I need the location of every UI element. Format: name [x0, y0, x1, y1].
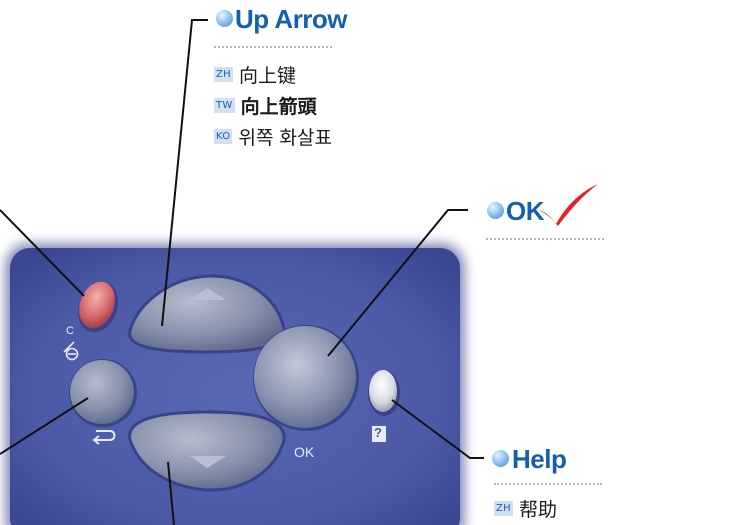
- translation-text: 위쪽 화살표: [238, 126, 332, 149]
- ok-title: OK: [506, 196, 545, 226]
- back-arrow-icon: [92, 430, 116, 445]
- checkmark-icon: [539, 184, 598, 226]
- leader-lines: [0, 19, 484, 525]
- up-arrow-icon: [190, 288, 226, 300]
- ok-divider: [486, 238, 604, 240]
- help-symbol: ?: [374, 425, 382, 440]
- ok-label: OK: [294, 444, 315, 460]
- up-arrow-translation-ko: KO 위쪽 화살표: [214, 124, 332, 149]
- help-divider: [494, 483, 602, 485]
- up-arrow-bullet-icon: [216, 10, 233, 27]
- lang-tag-tw: TW: [214, 97, 235, 113]
- up-arrow-button[interactable]: [128, 274, 286, 354]
- up-arrow-title: Up Arrow: [235, 4, 348, 34]
- lang-tag-ko: KO: [214, 128, 233, 144]
- help-title: Help: [512, 444, 567, 474]
- down-arrow-icon: [190, 456, 226, 468]
- help-bullet-icon: [492, 450, 509, 467]
- cancel-label: C: [66, 325, 74, 337]
- translation-text: 帮助: [518, 498, 557, 521]
- help-translation-zh: ZH 帮助: [494, 496, 557, 521]
- translation-text: 向上键: [238, 64, 296, 87]
- up-arrow-divider: [214, 46, 332, 48]
- help-button[interactable]: [369, 370, 397, 412]
- panel-body: [10, 248, 460, 525]
- back-button[interactable]: [70, 360, 134, 424]
- help-symbol-box: [372, 426, 386, 442]
- cancel-stop-icon: [63, 341, 79, 361]
- cancel-button[interactable]: [73, 277, 121, 334]
- up-arrow-translation-zh: ZH 向上键: [214, 62, 296, 87]
- ok-bullet-icon: [487, 202, 504, 219]
- lang-tag-zh: ZH: [214, 66, 233, 82]
- translation-text: 向上箭頭: [240, 95, 317, 118]
- lang-tag-zh: ZH: [494, 500, 513, 516]
- up-arrow-translation-tw: TW 向上箭頭: [214, 93, 317, 118]
